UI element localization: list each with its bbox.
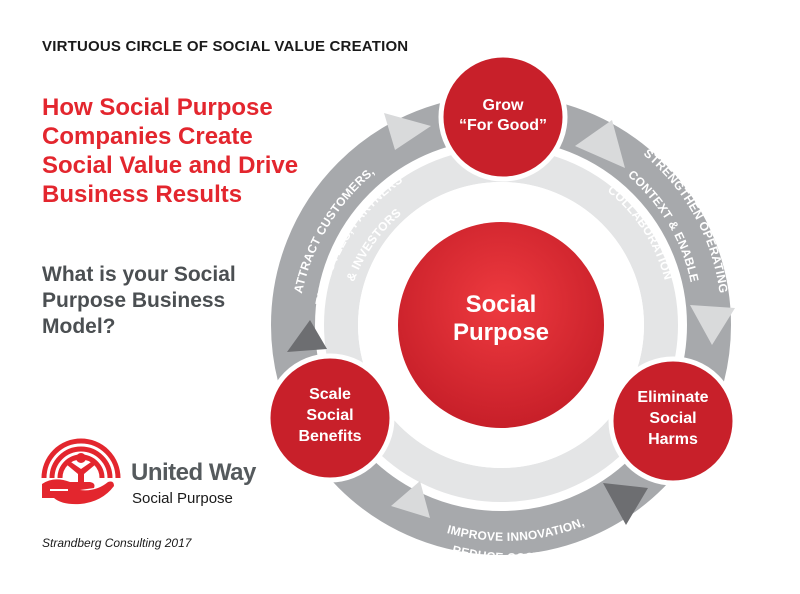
- arrow-triangle: [575, 120, 625, 168]
- org-name: United Way: [131, 459, 256, 486]
- center-label-line: Purpose: [453, 319, 549, 346]
- arrow-triangle: [690, 305, 735, 345]
- node-grow-label: “For Good”: [459, 117, 547, 134]
- org-subtitle: Social Purpose: [132, 490, 233, 507]
- node-scale-label: Benefits: [298, 428, 361, 445]
- node-eliminate-label: Eliminate: [637, 389, 708, 406]
- arrow-triangle: [603, 483, 648, 525]
- node-eliminate-label: Harms: [648, 431, 698, 448]
- center-circle: [398, 222, 604, 428]
- node-eliminate-label: Social: [649, 410, 696, 427]
- united-way-logo-icon: [41, 438, 121, 505]
- question-subheading: What is your Social Purpose Business Mod…: [42, 263, 236, 338]
- headline: How Social Purpose Companies Create Soci…: [42, 94, 299, 208]
- node-scale-circle: [265, 353, 395, 483]
- node-eliminate-circle: [608, 356, 738, 486]
- diagram-kicker-title: VIRTUOUS CIRCLE OF SOCIAL VALUE CREATION: [42, 38, 409, 55]
- node-grow-label: Grow: [483, 97, 524, 114]
- credit-line: Strandberg Consulting 2017: [42, 536, 192, 550]
- arrow-triangle: [287, 320, 327, 352]
- arrow-triangle: [384, 113, 431, 150]
- node-scale-label: Social: [306, 407, 353, 424]
- node-scale-label: Scale: [309, 386, 351, 403]
- node-grow-circle: [438, 52, 568, 182]
- center-label-line: Social: [466, 291, 537, 318]
- arrow-triangle: [391, 481, 430, 518]
